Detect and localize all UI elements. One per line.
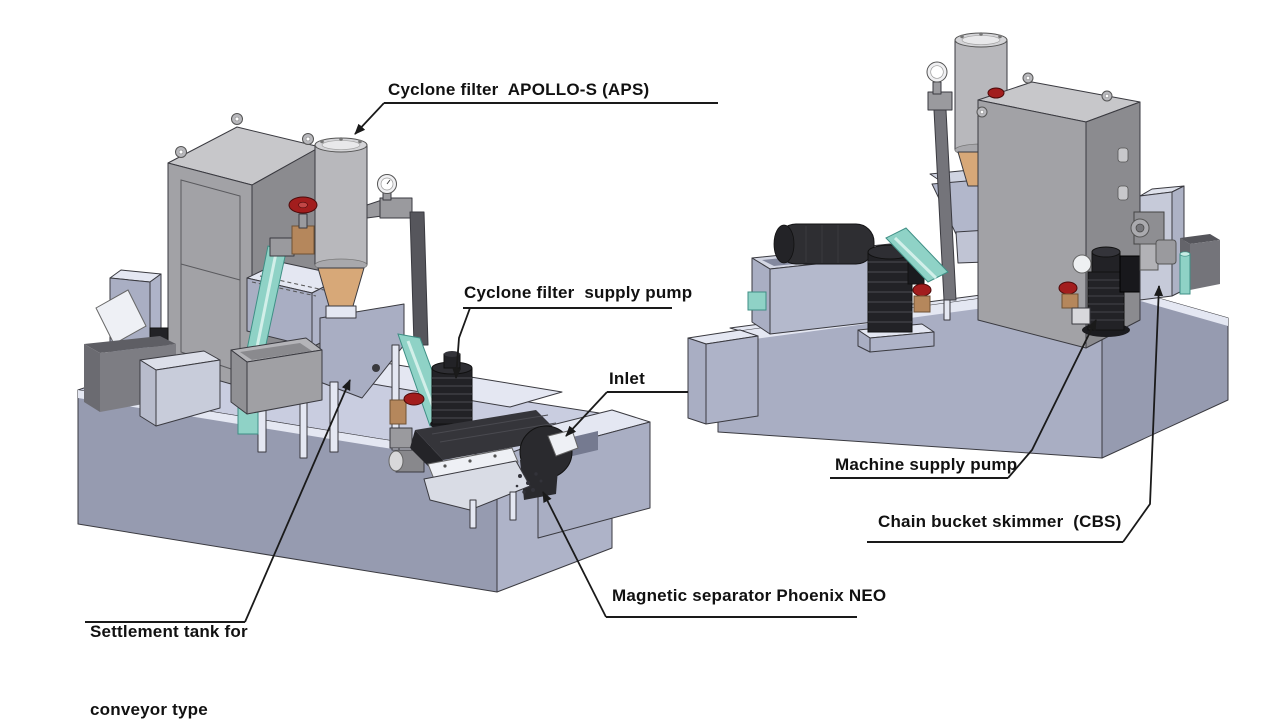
shutoff-valve	[269, 196, 318, 257]
cyclone-pump-right	[857, 244, 935, 353]
leader-machine-supply-pump	[1007, 319, 1097, 479]
machine-supply-pump	[1058, 246, 1143, 337]
label-settlement-tank: Settlement tank for conveyor type	[90, 567, 248, 720]
leader-magnetic-separator	[542, 491, 607, 618]
lower-valve-fittings	[388, 392, 425, 473]
leader-inlet	[565, 391, 608, 437]
right-machine-illustration	[687, 32, 1229, 459]
pressure-gauge	[377, 174, 397, 194]
chips	[515, 472, 543, 494]
label-chain-bucket-skimmer: Chain bucket skimmer (CBS)	[878, 512, 1122, 531]
label-inlet: Inlet	[609, 369, 645, 388]
callout-leaders	[85, 102, 1164, 623]
cyclone-supply-pump	[430, 351, 474, 431]
label-settlement-tank-line1: Settlement tank for	[90, 622, 248, 641]
leader-cyclone-supply-pump	[452, 307, 471, 379]
lifting-eyebolts	[175, 113, 314, 158]
label-magnetic-separator: Magnetic separator Phoenix NEO	[612, 586, 887, 605]
left-machine-illustration	[77, 113, 651, 593]
chain-bucket-skimmer	[1130, 185, 1220, 301]
piping-and-gauge-right	[885, 61, 957, 301]
label-cyclone-filter: Cyclone filter APOLLO-S (APS)	[388, 80, 650, 99]
leader-chain-bucket-skimmer	[1122, 285, 1164, 543]
label-cyclone-supply-pump: Cyclone filter supply pump	[464, 283, 693, 302]
magnetic-separator	[410, 410, 579, 529]
leader-cyclone-filter	[354, 102, 385, 135]
label-settlement-tank-line2: conveyor type	[90, 700, 208, 719]
label-machine-supply-pump: Machine supply pump	[835, 455, 1018, 474]
chip-basket	[230, 337, 323, 415]
leader-settlement-tank	[244, 379, 351, 623]
skimmer-and-tanks	[84, 269, 221, 427]
cyclone-filter-unit	[314, 137, 368, 319]
